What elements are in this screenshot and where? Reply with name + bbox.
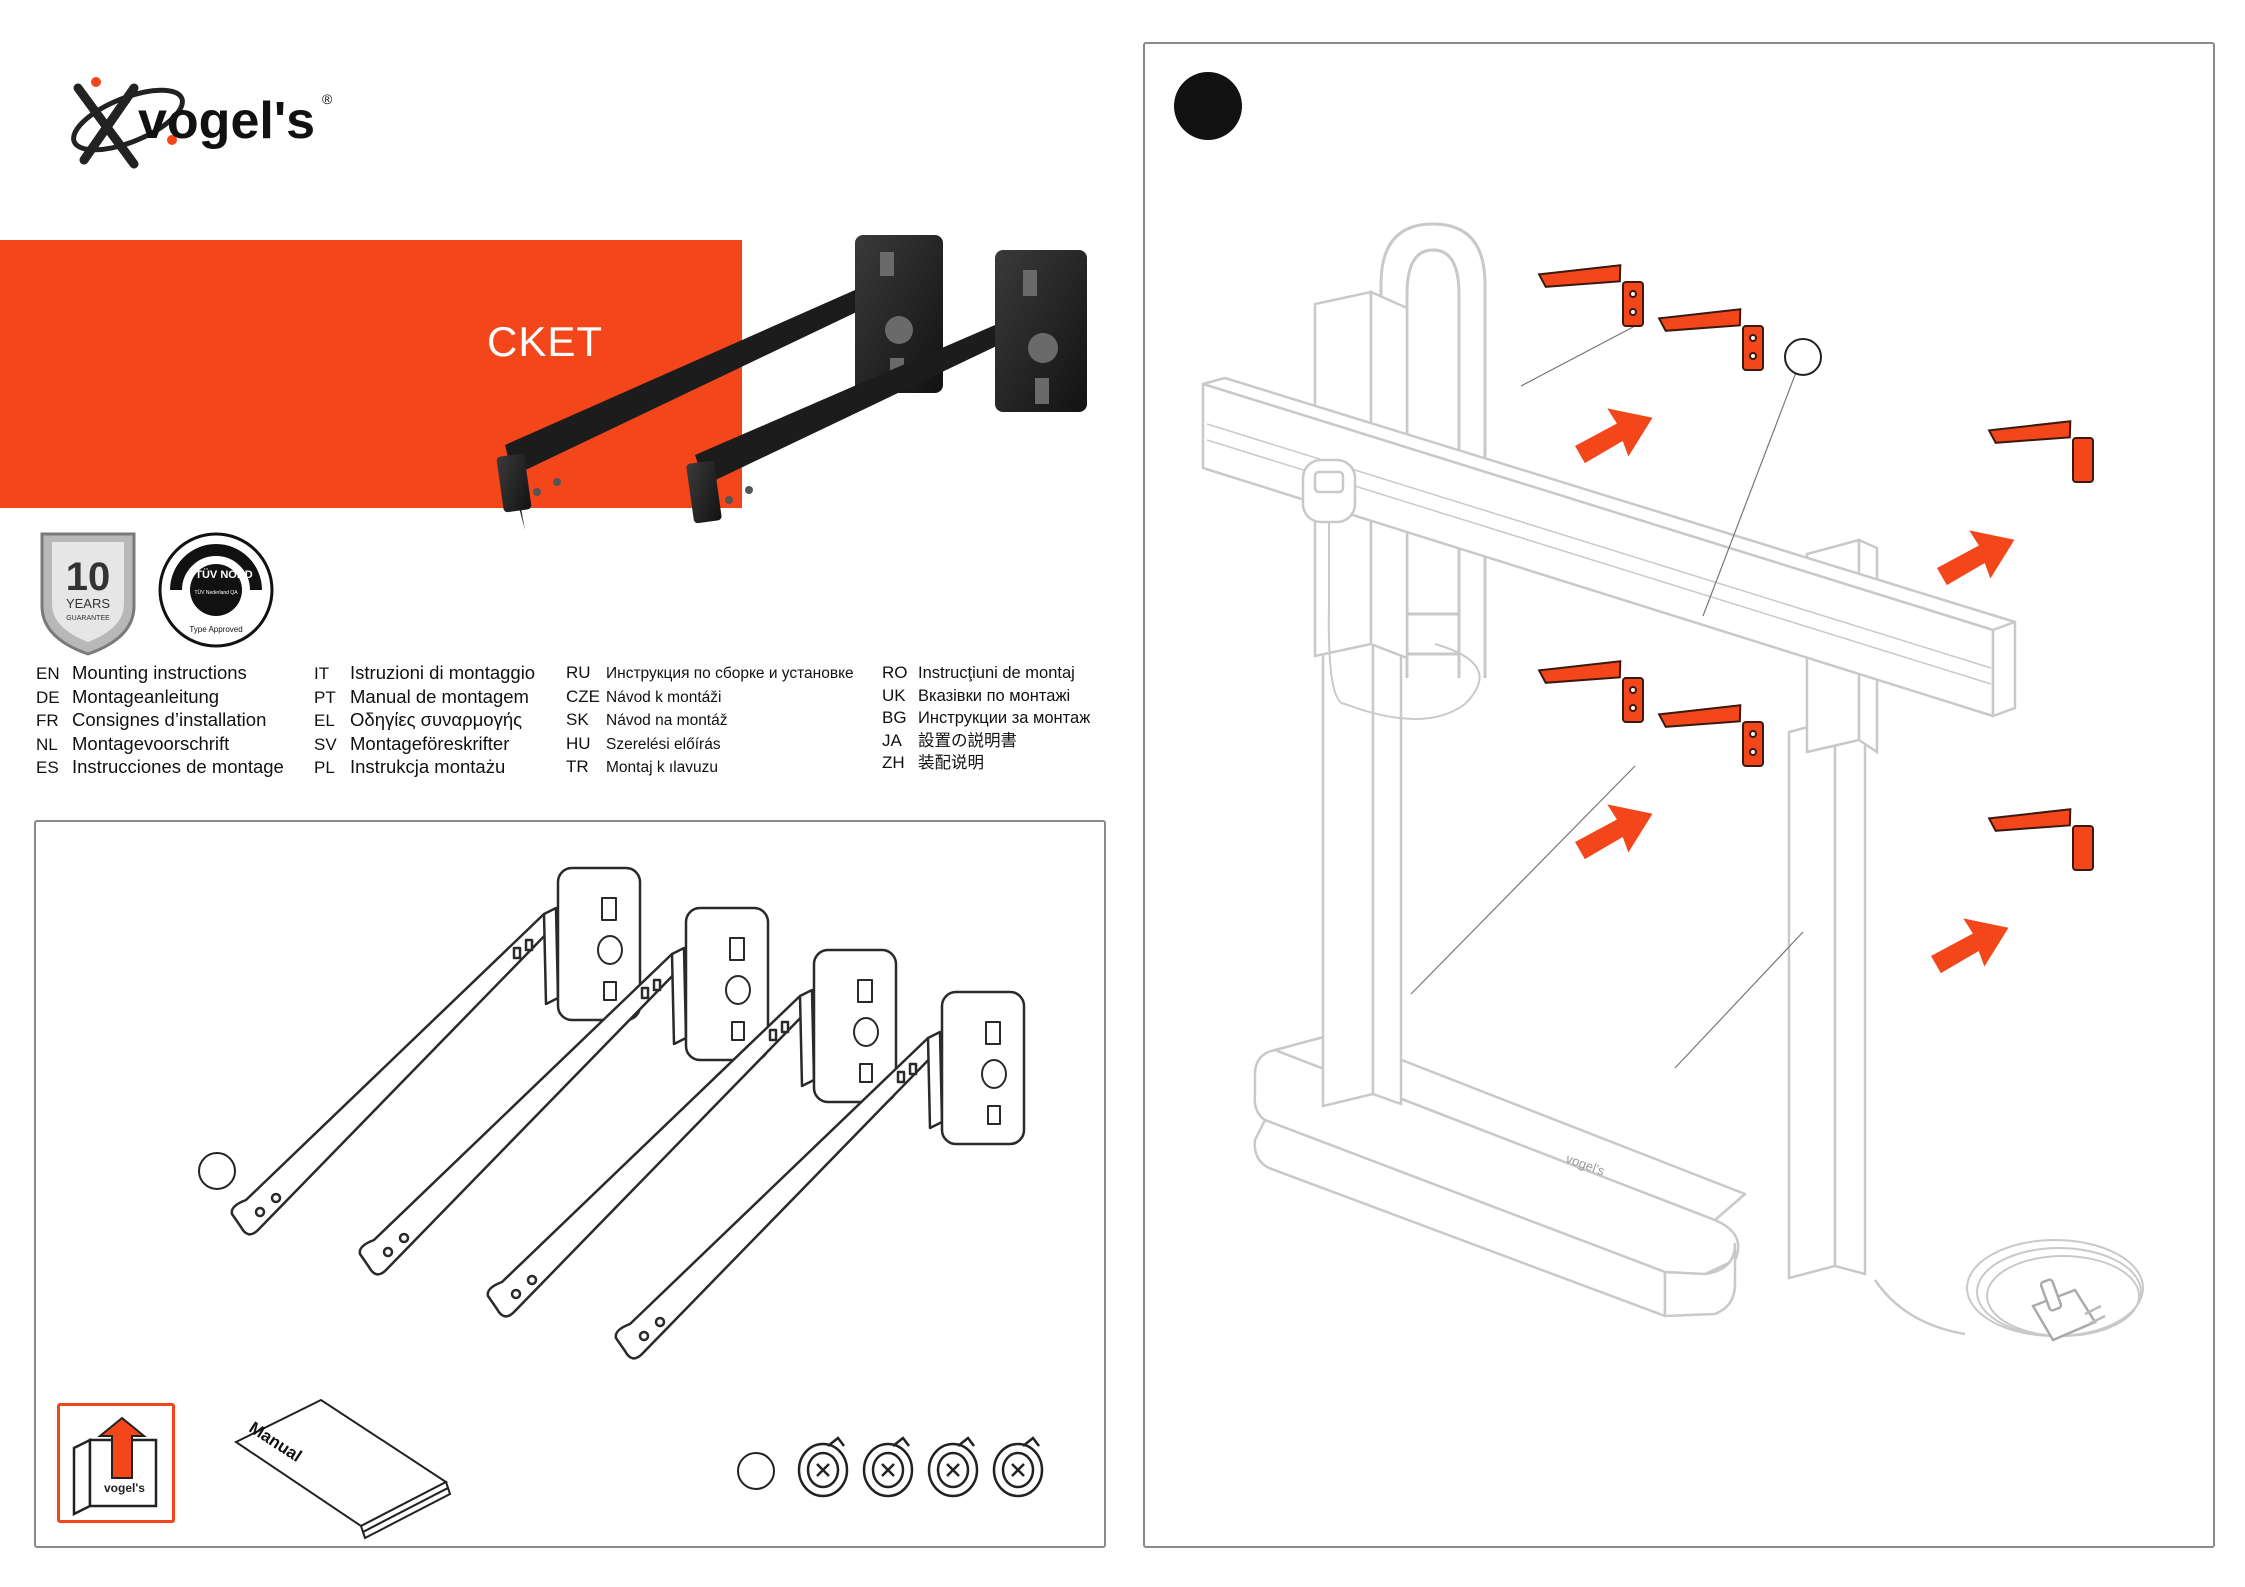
screw-icon (992, 1436, 1044, 1498)
callout-circle (1784, 338, 1822, 376)
manual-booklet-icon (234, 1398, 452, 1540)
assembly-panel: vogel's (1143, 42, 2215, 1548)
screw-icon (797, 1436, 849, 1498)
stand-column-right (1787, 538, 1879, 1280)
screw-icon (927, 1436, 979, 1498)
guide-lines (1410, 325, 1804, 1069)
warranty-years: 10 (66, 555, 111, 599)
bracket-part (358, 906, 770, 1276)
arrow-icon (1937, 530, 2015, 586)
stand-base: vogel's (1253, 1032, 1747, 1318)
bracket-photo-front (686, 250, 1087, 524)
arrow-icon (1931, 918, 2009, 974)
bracket-part (486, 948, 898, 1318)
bracket-overlay (1537, 264, 2094, 974)
bracket-photo-back (496, 235, 943, 530)
bracket-part (230, 866, 642, 1236)
callout-circle (198, 1152, 236, 1190)
callout-circle (737, 1452, 775, 1490)
orange-bracket (1987, 420, 2094, 483)
tuv-approval: Type Approved (189, 625, 242, 634)
warranty-shield-icon: 10 YEARS GUARANTEE (40, 532, 136, 656)
tuv-name: TÜV NORD (195, 568, 253, 581)
product-photo (495, 230, 1095, 550)
orange-bracket (1537, 660, 1644, 723)
orange-bracket (1987, 808, 2094, 871)
arrow-icon (1575, 408, 1653, 464)
orange-bracket (1537, 264, 1644, 327)
product-title: CKET (487, 318, 604, 365)
logo-wordmark: vogel's (138, 92, 315, 150)
tuv-small: TÜV Nederland QA (194, 589, 238, 596)
arrow-icon (1575, 804, 1653, 860)
orange-bracket (1657, 308, 1764, 371)
power-plug-icon (2031, 1278, 2106, 1342)
registered-mark: ® (322, 91, 333, 107)
box-unpack-icon: vogel's (57, 1403, 175, 1523)
warranty-sub: GUARANTEE (66, 615, 110, 622)
screw-icon (862, 1436, 914, 1498)
certification-badges: 10 YEARS GUARANTEE TÜV NORD TÜV Nederlan… (36, 528, 286, 658)
warranty-label: YEARS (66, 596, 110, 611)
box-brand: vogel's (104, 1481, 145, 1495)
control-unit (1301, 458, 1966, 1336)
cable-spine (1379, 222, 1487, 678)
orange-bracket (1657, 704, 1764, 767)
vogels-logo: vogel's ® (60, 68, 350, 178)
step-number-dot (1174, 72, 1242, 140)
parts-panel (34, 820, 1106, 1548)
title-banner (0, 240, 742, 508)
tuv-nord-icon: TÜV NORD TÜV Nederland QA Type Approved (158, 532, 274, 648)
bracket-part (614, 990, 1026, 1360)
